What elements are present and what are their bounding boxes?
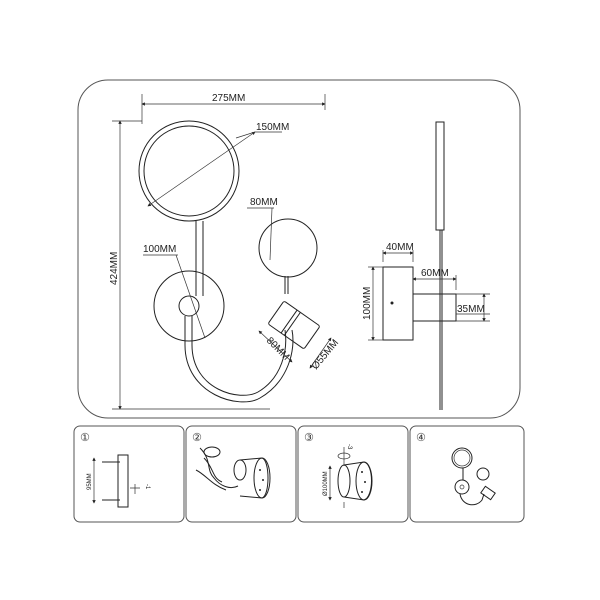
disc-diameter-label: 100MM [143, 244, 176, 255]
spotlight-diameter-label: Ø55MM [310, 338, 341, 372]
step-2-number: ② [192, 431, 202, 444]
main-panel-frame [77, 79, 521, 419]
ring-light-outer [138, 120, 240, 222]
arm-height-label: 35MM [457, 304, 485, 315]
side-rod [435, 121, 445, 231]
globe-diameter-label: 80MM [250, 197, 278, 208]
step-4-panel: ④ [409, 425, 525, 523]
step-3-number: ③ [304, 431, 314, 444]
step-1-panel: ① 95MM -1 [73, 425, 185, 523]
side-view: 40MM 60MM 100MM 35MM [362, 121, 490, 410]
lamp-stem [184, 221, 294, 403]
step-1-dimension-label: 95MM [87, 473, 93, 490]
disc-shade [153, 270, 225, 342]
step-3-dimension-label: Ø100MM [323, 471, 329, 496]
step-2-panel: ② [185, 425, 297, 523]
front-view: 275MM 424MM 150MM 80MM 100MM [109, 93, 341, 410]
plate-depth-label: 40MM [386, 242, 414, 253]
step-3-panel: ③ -3 Ø100MM [297, 425, 409, 523]
step-4-number: ④ [416, 431, 426, 444]
step-1-number: ① [80, 431, 90, 444]
plate-height-label: 100MM [362, 287, 373, 320]
disc-center [178, 295, 200, 317]
wall-plate [382, 266, 414, 341]
height-dimension-label: 424MM [109, 252, 120, 285]
step-1-note: -1 [144, 484, 150, 490]
arm-length-label: 60MM [421, 268, 449, 279]
step-3-note: -3 [346, 444, 352, 450]
width-dimension-label: 275MM [212, 93, 245, 104]
side-arm [412, 293, 457, 322]
globe-shade [258, 218, 318, 278]
ring-light-inner [143, 125, 235, 217]
ring-diameter-label: 150MM [256, 122, 289, 133]
spotlight-length-label: 80MM [264, 335, 291, 362]
